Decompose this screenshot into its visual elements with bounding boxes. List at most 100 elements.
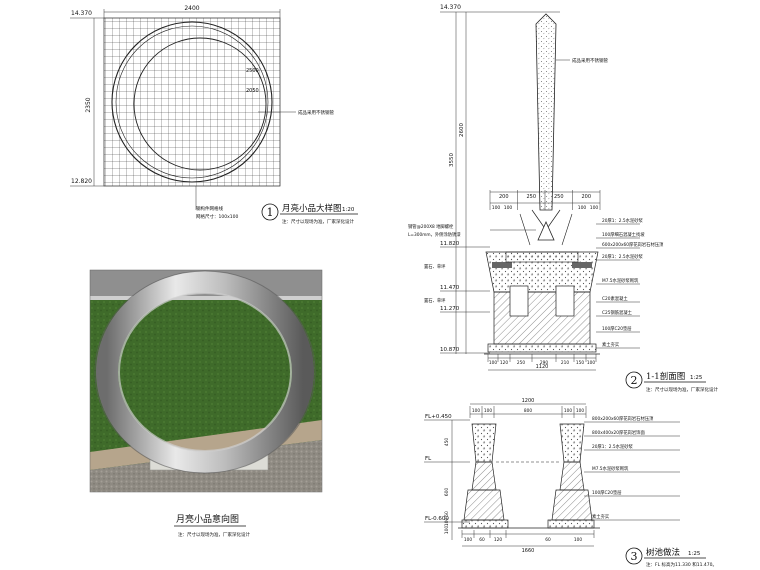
section-right-note: 素土夯实 (602, 341, 620, 348)
section-anchor (537, 221, 555, 241)
plan-grid (103, 17, 281, 187)
base-top-dim: 100 (484, 408, 492, 414)
base-right-note: 800x200x60厚花岗岩石材压顶 (592, 415, 654, 422)
section-right-note: 600x200x60厚花岗岩石材压顶 (602, 241, 664, 248)
section-bottom-dim: 120 (500, 360, 508, 366)
section-top-dim-sub: 100 (492, 205, 501, 211)
section-right-note: 20厚1：2.5水泥砂浆 (602, 217, 644, 224)
plan-title: 月亮小品大样图 (282, 203, 342, 214)
plan-dim-inner-1: 2500 (246, 68, 259, 74)
section-top-dim: 200 (499, 194, 509, 200)
section-dim-total: 3550 (449, 153, 455, 167)
section-foundation (493, 291, 591, 345)
plan-dim-width: 2400 (184, 5, 199, 12)
base-right-note: 800x400x20厚花岗岩饰面 (592, 429, 645, 436)
section-left-note-4: 置石、草坪 (424, 297, 446, 304)
section-bottom-total: 1120 (536, 364, 549, 370)
plan-elev-bottom: 12.820 (71, 178, 92, 185)
base-top-dim: 100 (576, 408, 584, 414)
plan-elev-top: 14.370 (71, 10, 92, 17)
base-top-dim: 800 (524, 408, 532, 414)
base-bottom-dim: 120 (494, 537, 502, 543)
section-elev-mid1: 11.820 (440, 241, 460, 247)
base-right-note: 100厚C20垫层 (592, 489, 622, 496)
plan-dim-inner-2: 2050 (246, 88, 259, 94)
section-right-note: 100厚细石混凝土找坡 (602, 231, 645, 238)
section-right-note: 20厚1：2.5水泥砂浆 (602, 253, 644, 260)
base-bottom-dim: 100 (574, 537, 582, 543)
base-left-wall-top (471, 423, 497, 463)
plan-dim-height: 2350 (85, 97, 92, 112)
base-right-footing (551, 489, 593, 521)
section-tube-note: 成品采用不锈钢管 (572, 57, 608, 64)
base-right-note: 素土夯实 (592, 513, 610, 520)
section-top-dim-sub: 100 (578, 205, 587, 211)
plan-subnote: 注：尺寸以现场为准，厂家深化设计 (282, 218, 354, 225)
base-subnote: 注：FL 标高为11.330 和11.470。 (646, 561, 717, 568)
plan-grid-note-1: 钢构件网格线 (196, 205, 223, 212)
base-right-note: 20厚1：2.5水泥砂浆 (592, 443, 634, 450)
base-label-top: FL+0.450 (425, 414, 452, 420)
section-scale: 1:25 (690, 375, 703, 381)
section-top-dim-sub: 100 (590, 205, 599, 211)
base-bottom-dim: 60 (479, 537, 485, 543)
section-left-note-1: 钢管@200X8 地脚螺栓 (408, 223, 454, 230)
base-right-note: M7.5水泥砂浆砌筑 (592, 465, 629, 472)
section-top-dim: 250 (526, 194, 536, 200)
base-left-dim: 600 (444, 488, 450, 497)
section-elev-bottom: 10.870 (440, 347, 460, 353)
render-subnote: 注：尺寸以现场为准，厂家深化设计 (178, 531, 250, 538)
section-right-note: C25钢筋混凝土 (602, 309, 633, 316)
plan-title-num: 1 (267, 206, 274, 219)
plan-scale: 1:20 (342, 207, 355, 213)
section-elev-mid2: 11.470 (440, 285, 460, 291)
section-bottom-dim: 210 (561, 360, 569, 366)
section-bottom-dim: 100 (587, 360, 595, 366)
base-top-total: 1200 (522, 398, 535, 404)
base-bottom-dim: 100 (464, 537, 472, 543)
base-left-footing (463, 489, 505, 521)
section-title-circle (625, 371, 643, 389)
base-left-wall (471, 461, 497, 491)
plan-view: 2400 2350 14.370 12.820 2500 2050 成品采用不锈… (70, 5, 358, 225)
base-right-wall (559, 461, 585, 491)
section-title-num: 2 (631, 374, 638, 387)
section-base-slab (487, 343, 597, 353)
base-title-circle (625, 547, 643, 565)
base-left-dim: 100 (444, 526, 450, 535)
section-right-note: C20素混凝土 (602, 295, 628, 302)
plan-grid-note-2: 网格尺寸：100x100 (196, 213, 238, 220)
base-label-bottom: FL-0.600 (425, 516, 449, 522)
section-view: 14.370 2600 3550 11.820 11.470 11.270 10… (408, 4, 718, 393)
section-steel-tube (535, 13, 557, 211)
section-left-note-3: 置石、草坪 (424, 263, 446, 270)
section-left-note-2: L=300mm，外侧涂防锈漆 (408, 231, 461, 238)
section-elev-mid3: 11.270 (440, 306, 460, 312)
base-left-dim: 450 (444, 438, 450, 447)
base-bottom-dim: 60 (545, 537, 551, 543)
plan-outer-circle-2 (115, 25, 269, 179)
section-elev-top: 14.370 (440, 4, 461, 11)
base-left-dim: 100 (444, 518, 450, 527)
plan-inner-circle (133, 37, 267, 171)
section-bottom-dim: 250 (517, 360, 525, 366)
plan-title-circle (261, 203, 279, 221)
base-top-dim: 100 (472, 408, 480, 414)
base-title-num: 3 (631, 550, 638, 563)
base-left-dim: 50 (444, 511, 450, 517)
render-title: 月亮小品意向图 (176, 513, 239, 525)
section-bottom-dim: 150 (576, 360, 584, 366)
render-view: 月亮小品意向图 注：尺寸以现场为准，厂家深化设计 (89, 269, 323, 538)
section-title: 1-1剖面图 (646, 371, 685, 382)
render-ring (96, 271, 314, 473)
section-top-dim: 250 (554, 194, 564, 200)
section-bottom-dim: 100 (489, 360, 497, 366)
base-bottom-total: 1660 (522, 548, 535, 554)
section-right-note: M7.5水泥砂浆砌筑 (602, 277, 639, 284)
section-top-dim: 200 (581, 194, 591, 200)
section-right-note: 100厚C20垫层 (602, 325, 632, 332)
base-right-wall-top (559, 423, 585, 463)
section-subnote: 注：尺寸以现场为准，厂家深化设计 (646, 386, 718, 393)
